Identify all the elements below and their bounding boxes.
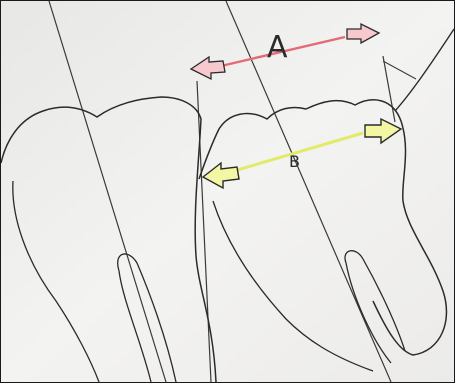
label-B: B <box>289 152 300 171</box>
label-A: A <box>267 30 288 65</box>
